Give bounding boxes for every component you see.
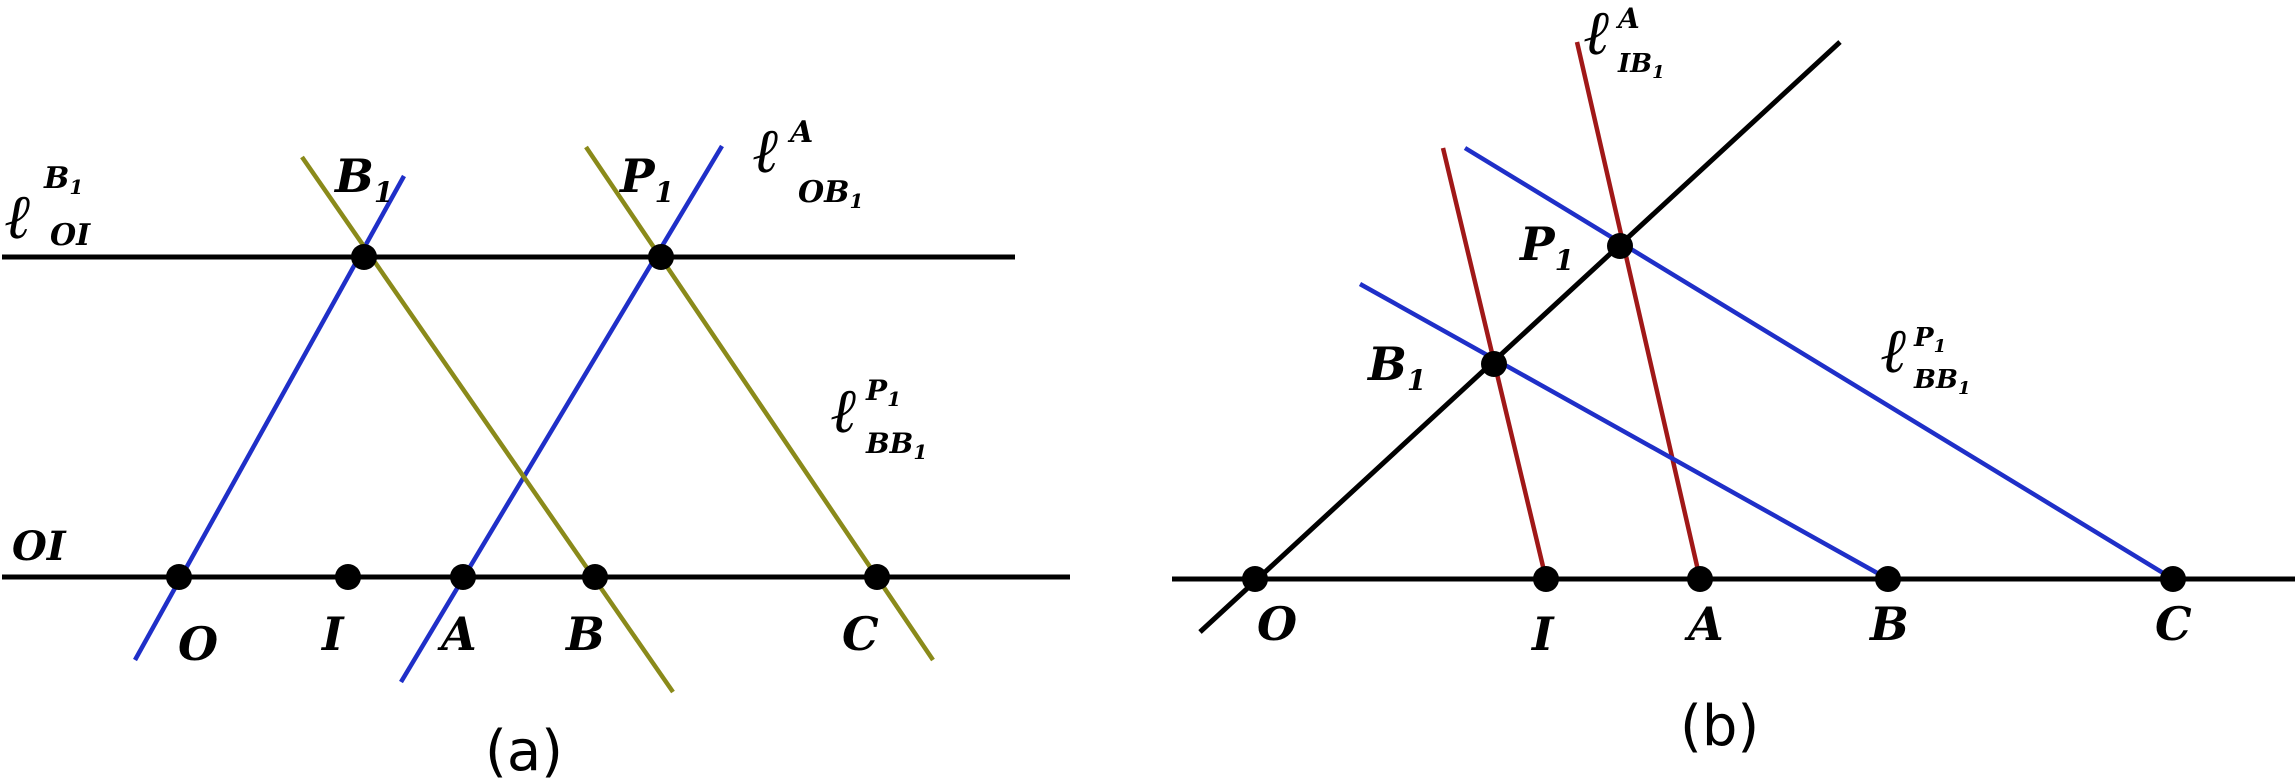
panel-b: O I A B C B1 P1 ℓ A IB1 ℓ P1 BB1 (b) (1172, 0, 2295, 759)
line-a-blue-ap1 (399, 144, 724, 684)
label-b-b: B (1868, 597, 1909, 651)
line-b-blue-bb1 (1358, 282, 1890, 581)
label-a-p1: P1 (618, 149, 674, 209)
label-a-l-ob1-a: ℓ A OB1 (752, 114, 863, 213)
svg-text:P1: P1 (865, 374, 901, 411)
label-b-o: O (1257, 597, 1297, 651)
label-a-b1: B1 (333, 149, 393, 209)
panel-a: O I A B C B1 P1 ℓ B1 OI ℓ A OB1 ℓ P1 BB1… (2, 114, 1070, 783)
svg-text:ℓ: ℓ (4, 180, 30, 253)
label-b-b1: B1 (1366, 337, 1426, 397)
point-b-o (1242, 566, 1268, 592)
svg-text:B1: B1 (43, 161, 83, 199)
point-a-b (582, 564, 608, 590)
label-b-i: I (1530, 607, 1555, 661)
line-b-blue-cp1 (1463, 146, 2175, 581)
point-b-c (2160, 566, 2186, 592)
point-a-b1 (351, 244, 377, 270)
label-a-a: A (437, 607, 477, 661)
svg-text:ℓ: ℓ (752, 114, 778, 187)
point-b-p1 (1607, 233, 1633, 259)
label-a-l-oi-b1: ℓ B1 OI (4, 161, 91, 253)
svg-text:OB1: OB1 (798, 175, 863, 213)
svg-text:ℓ: ℓ (830, 374, 856, 447)
label-a-l-bb1-p1: ℓ P1 BB1 (830, 374, 927, 464)
line-a-olive-bb1 (300, 155, 675, 694)
point-b-b1 (1481, 351, 1507, 377)
label-a-o: O (178, 617, 218, 671)
svg-text:A: A (1615, 2, 1640, 35)
point-b-a (1687, 566, 1713, 592)
label-a-b: B (564, 607, 605, 661)
svg-text:ℓ: ℓ (1583, 0, 1609, 69)
svg-text:P1: P1 (1913, 323, 1946, 357)
point-a-p1 (648, 244, 674, 270)
label-a-i: I (320, 607, 345, 661)
svg-text:IB1: IB1 (1617, 49, 1665, 83)
label-a-c: C (842, 607, 879, 661)
svg-text:BB1: BB1 (1913, 365, 1970, 399)
point-a-c (864, 564, 890, 590)
svg-text:A: A (787, 115, 813, 150)
point-b-i (1533, 566, 1559, 592)
svg-text:ℓ: ℓ (1880, 314, 1906, 387)
svg-text:OI: OI (50, 218, 91, 253)
label-a-oi-axis: OI (12, 523, 67, 570)
label-b-p1: P1 (1518, 217, 1574, 277)
point-a-o (166, 564, 192, 590)
line-b-diagonal (1198, 40, 1842, 634)
caption-a: (a) (485, 719, 563, 783)
label-b-a: A (1684, 597, 1724, 651)
label-b-l-ib1-a: ℓ A IB1 (1583, 0, 1665, 83)
point-a-a (450, 564, 476, 590)
line-b-red-ap1 (1574, 41, 1703, 580)
caption-b: (b) (1680, 694, 1759, 759)
point-b-b (1875, 566, 1901, 592)
svg-text:BB1: BB1 (865, 427, 927, 464)
point-a-i (335, 564, 361, 590)
label-b-l-bb1-p1: ℓ P1 BB1 (1880, 314, 1970, 399)
label-b-c: C (2155, 597, 2192, 651)
